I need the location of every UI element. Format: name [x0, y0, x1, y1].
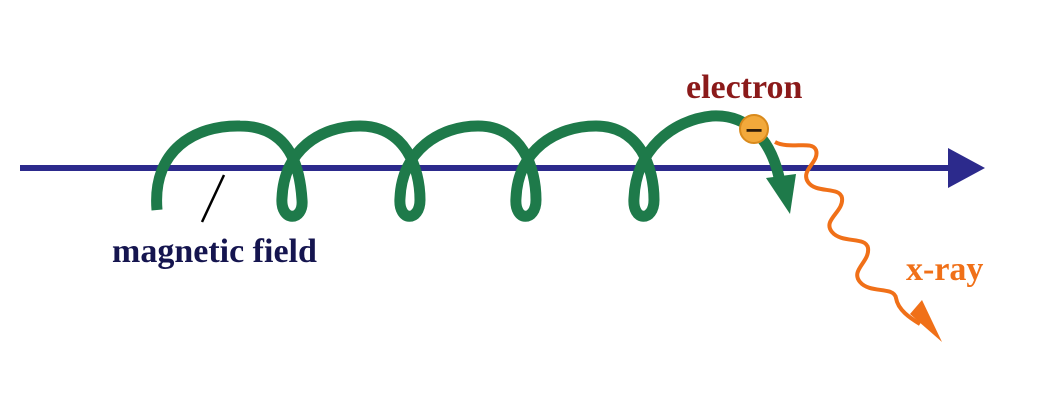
magnetic-field-pointer: [200, 174, 226, 223]
electron-particle: [739, 114, 769, 144]
electron-label: electron: [686, 69, 803, 106]
electron-charge-sign: −: [744, 116, 764, 144]
xray-arrowhead: [910, 300, 942, 342]
xray-wave: [774, 140, 922, 326]
magnetic-field-arrowhead: [948, 148, 985, 188]
xray-label: x-ray: [906, 251, 983, 288]
magnetic-field-label: magnetic field: [112, 233, 317, 270]
helix-arrowhead: [766, 174, 796, 214]
electron-helix-path: [151, 110, 786, 222]
